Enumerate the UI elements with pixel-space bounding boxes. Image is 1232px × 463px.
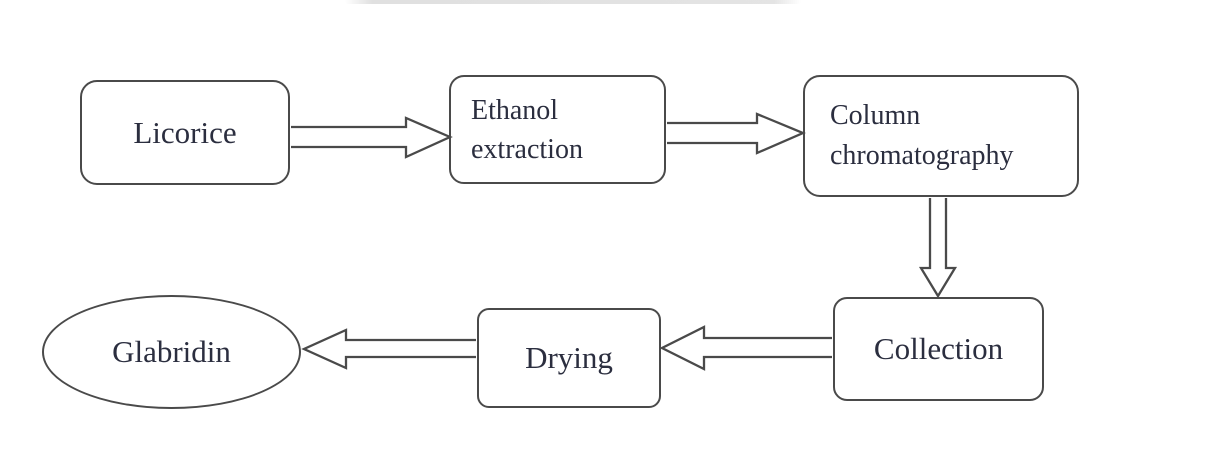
arrow-licorice-to-ethanol-icon [291,116,453,159]
node-glabridin: Glabridin [42,295,301,409]
node-drying: Drying [477,308,661,408]
node-column-chromatography: Column chromatography [803,75,1079,197]
top-crop-artifact-line [345,0,801,4]
node-collection: Collection [833,297,1044,401]
node-ethanol-extraction: Ethanol extraction [449,75,666,184]
node-label-line2: chromatography [830,140,1014,171]
node-label-line1: Column [830,100,921,131]
arrow-collection-to-drying-icon [659,325,832,371]
node-label-line2: extraction [471,133,583,165]
node-label: Licorice [133,114,237,150]
node-label: Drying [525,340,613,375]
node-label: Collection [873,331,1004,366]
arrow-drying-to-glabridin-icon [301,328,476,370]
arrow-column-to-collection-icon [918,198,958,299]
arrow-ethanol-to-column-icon [667,112,806,155]
node-licorice: Licorice [80,80,290,185]
node-label: Glabridin [112,334,231,369]
node-label-line1: Ethanol [471,94,559,126]
